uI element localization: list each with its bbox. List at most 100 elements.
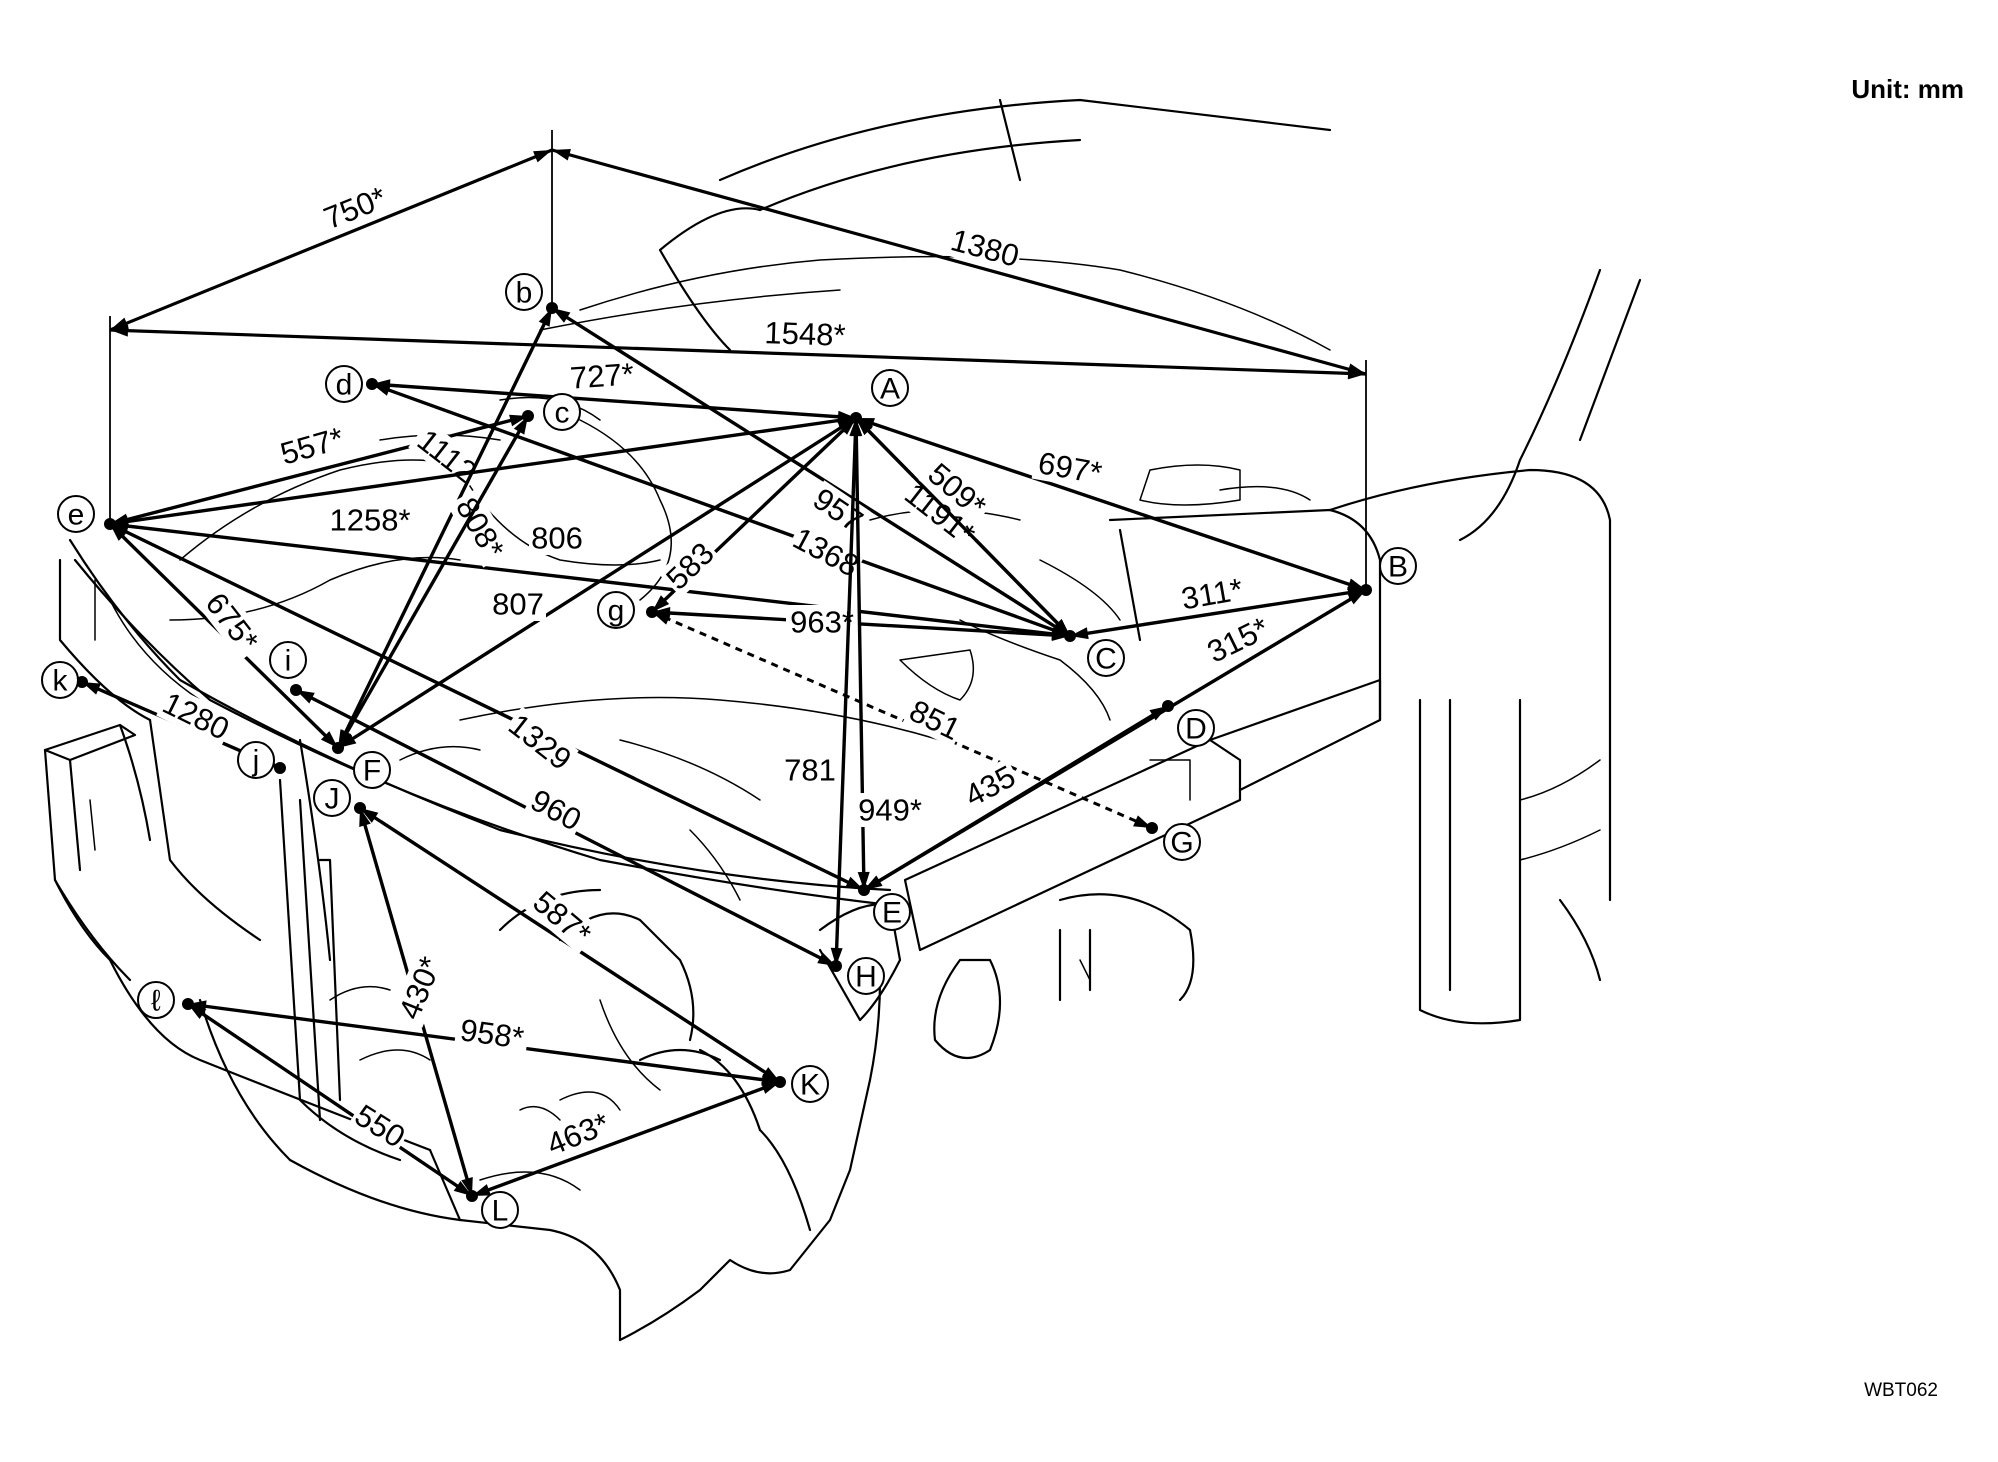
unit-label: Unit: mm	[1851, 74, 1964, 104]
arrow-head	[1051, 628, 1070, 641]
dimension-label-group: 949*	[854, 793, 926, 828]
dimension-value: 583	[659, 535, 721, 596]
point-A: A	[850, 369, 909, 424]
point-b: b	[505, 273, 558, 314]
point-dot	[522, 410, 534, 422]
point-dot	[1146, 822, 1158, 834]
dimension-label-group: 806	[529, 521, 585, 556]
dimension-value: 1380	[947, 222, 1023, 274]
dimension-line	[109, 328, 1367, 376]
point-i: i	[269, 641, 307, 696]
measurement-A-E-23: 949*	[850, 417, 926, 891]
dimension-value: 1548*	[764, 315, 846, 353]
dimension-label-bg	[760, 315, 850, 353]
point-label: A	[880, 373, 900, 406]
dimension-label-bg	[786, 605, 858, 639]
dimension-value: 807	[492, 587, 544, 622]
point-label: k	[53, 665, 69, 698]
point-label: C	[1095, 643, 1117, 676]
dimension-value: 1329	[502, 707, 578, 777]
dimension-value: 963*	[790, 605, 854, 640]
dimension-label-bg	[272, 419, 352, 473]
dimension-value: 958*	[458, 1012, 526, 1056]
point-e: e	[57, 495, 116, 533]
point-label: H	[855, 961, 877, 994]
point-label-circle	[873, 893, 911, 931]
dimension-label-bg	[315, 178, 395, 238]
dimension-value: 727*	[569, 356, 635, 395]
point-label: D	[1185, 713, 1207, 746]
dimension-label-group: 1548*	[760, 315, 850, 353]
point-label-circle	[505, 273, 543, 311]
dimension-value: 550	[349, 1097, 411, 1154]
point-label-circle	[269, 641, 307, 679]
point-dot	[830, 960, 842, 972]
dimension-label-bg	[782, 753, 838, 787]
point-label-circle	[325, 365, 363, 403]
dimension-label-bg	[805, 480, 871, 540]
arrow-head	[830, 947, 843, 966]
measure-line	[834, 417, 858, 967]
dimension-label-bg	[658, 534, 722, 598]
dimension-label-bg	[523, 881, 601, 955]
dimension-value: 1258*	[329, 503, 410, 538]
point-label-circle	[847, 957, 885, 995]
point-label-circle	[313, 779, 351, 817]
point-H: H	[830, 957, 885, 995]
dimension-label-group: 1280	[156, 684, 236, 748]
point-label: i	[285, 645, 292, 678]
measurement-J-K-27: 587*	[359, 806, 781, 1084]
point-dot	[354, 802, 366, 814]
point-dot	[466, 1190, 478, 1202]
point-K: K	[774, 1065, 829, 1103]
point-label-circle	[791, 1065, 829, 1103]
point-C: C	[1064, 630, 1125, 677]
measure-line	[855, 416, 1367, 592]
measurement-d-A-3: 727*	[371, 356, 857, 423]
measure-line	[336, 415, 530, 749]
point-label-circle	[481, 1191, 519, 1229]
dimension-line	[109, 148, 553, 332]
dimension-label-bg	[523, 781, 589, 839]
dimension-label-bg	[894, 473, 986, 555]
point-label-circle	[597, 591, 635, 629]
arrow-head	[1347, 367, 1366, 380]
dimension-label-group: 958*	[453, 1012, 531, 1056]
point-label-circle	[543, 393, 581, 431]
point-label: L	[492, 1195, 509, 1228]
dimension-label-bg	[918, 453, 996, 527]
point-dot	[76, 676, 88, 688]
dimension-label-group: 963*	[786, 605, 858, 640]
measure-line	[371, 382, 1071, 638]
measure-line	[336, 307, 554, 749]
measurement-e-B-2: 1548*	[109, 315, 1367, 380]
point-label-circle	[137, 981, 175, 1019]
point-dot	[290, 684, 302, 696]
point-dot	[546, 302, 558, 314]
point-label: d	[336, 369, 353, 402]
dimension-label-group: 1380	[945, 222, 1025, 274]
arrow-head	[857, 871, 870, 890]
point-label-circle	[1163, 823, 1201, 861]
point-dot	[858, 884, 870, 896]
arrow-head	[850, 418, 863, 437]
dimension-label-bg	[390, 948, 450, 1028]
measure-line	[551, 306, 1071, 638]
dimension-label-group: 315*	[1198, 608, 1278, 672]
measure-line	[854, 416, 1072, 638]
dimension-label-bg	[501, 706, 579, 778]
dimension-label-bg	[1173, 571, 1251, 617]
point-label: G	[1170, 827, 1193, 860]
dimension-label-group: 435	[957, 757, 1023, 815]
point-label: B	[1388, 551, 1408, 584]
dimension-label-group: 1258*	[326, 503, 414, 538]
point-g: g	[597, 591, 658, 629]
measure-line	[371, 382, 857, 420]
dimension-value: 697*	[1036, 445, 1105, 491]
dimension-label-bg	[854, 793, 926, 827]
point-dot	[274, 762, 286, 774]
point-j: j	[237, 741, 286, 779]
point-label: g	[608, 595, 625, 628]
dimension-value: 750*	[319, 180, 391, 236]
